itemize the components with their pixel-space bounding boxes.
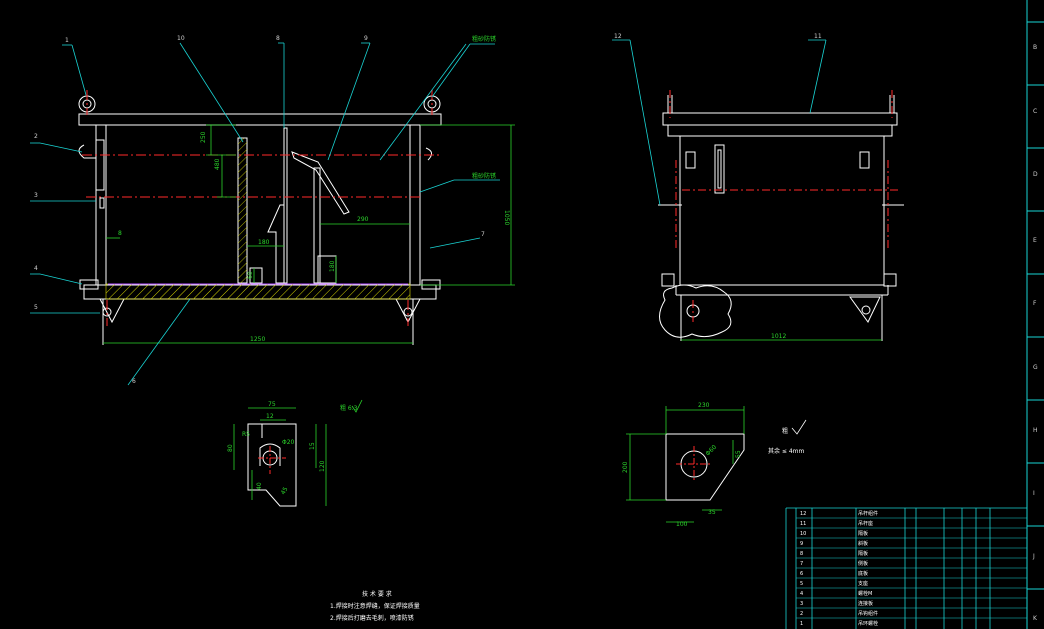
bom-name: 吊杆组件 [858,510,878,517]
bom-name: 螺栓M [858,590,872,597]
balloon-5: 5 [34,304,38,311]
border-letter: E [1033,237,1037,244]
dim-1012: 1012 [771,333,786,340]
technical-notes: 技 术 要 求 1.焊接时注意焊缝，保证焊接质量 2.焊接后打磨去毛刺，喷漆防锈 [330,590,420,622]
hook-right [425,147,432,161]
dim-230: 230 [698,402,710,409]
top-rim [78,113,442,126]
balloon-3: 3 [34,192,38,199]
floor-plate-hatch [105,283,411,300]
bom-name: 吊环螺栓 [858,620,878,627]
bom-name: 斜板 [858,540,868,547]
dim-480: 480 [214,158,221,170]
balloon-2: 2 [34,133,38,140]
bom-no: 11 [800,521,806,527]
dim-12: 12 [266,413,274,420]
drawing-border [1026,0,1044,629]
bom-no: 12 [800,511,806,517]
balloon-8: 8 [276,35,280,42]
border-letters: B C D E F G H I J K [1032,44,1038,622]
dim-250: 250 [200,131,207,143]
bom-no: 8 [800,551,803,557]
dim-35: 35 [708,509,716,516]
bom-rows: 12 吊杆组件 11 吊杆座 10 隔板 9 斜板 8 隔板 7 侧板 6 底板… [800,510,878,627]
dim-55: 55 [735,450,742,458]
bom-no: 2 [800,611,803,617]
partition-8 [267,204,285,284]
dim-290: 290 [357,216,369,223]
side-view: 1012 12 11 [612,33,904,341]
dim-200: 200 [622,461,629,473]
hook-slot [259,443,281,466]
detail-bracket-plate: 230 200 100 35 Φ60 55 粗 其余 ≤ 4mm [622,402,807,528]
border-letter: J [1032,553,1035,560]
border-letter: K [1033,615,1038,622]
balloon-6: 6 [132,378,136,385]
border-letter: I [1033,490,1035,497]
dim-180a: 180 [258,239,270,246]
bom-name: 吊杆座 [858,520,873,527]
bom-table: 12 吊杆组件 11 吊杆座 10 隔板 9 斜板 8 隔板 7 侧板 6 底板… [785,507,1027,629]
dim-phi20: Φ20 [282,439,295,446]
label-coating-top: 粗砂防锈 [472,35,496,43]
detail-note: 其余 ≤ 4mm [768,447,805,455]
balloon-7: 7 [481,231,485,238]
bom-name: 底板 [858,570,868,577]
bom-no: 1 [800,621,803,627]
border-letter: D [1033,171,1038,178]
roughness-right: 粗 [782,427,788,435]
bom-no: 7 [800,561,803,567]
bom-name: 隔板 [858,530,868,537]
dim-40: 40 [256,482,263,490]
border-letter: C [1033,108,1037,115]
balloon-9: 9 [364,35,368,42]
dim-1250: 1250 [250,336,265,343]
bom-no: 9 [800,541,803,547]
balloon-10: 10 [177,35,185,42]
balloon-4: 4 [34,265,38,272]
foot-bracket-left [659,284,732,338]
dim-15: 15 [309,442,316,450]
bom-no: 6 [800,571,803,577]
tech-notes-title: 技 术 要 求 [362,590,392,598]
foot-bracket-right [849,296,881,323]
border-letter: G [1033,364,1038,371]
border-letter: F [1033,300,1037,307]
dim-45: 45 [280,486,290,496]
sloped-plate-9 [291,151,350,215]
tech-note-line: 1.焊接时注意焊缝，保证焊接质量 [330,602,420,610]
tech-note-line: 2.焊接后打磨去毛刺，喷漆防锈 [330,614,414,622]
dim-r5: R5 [242,431,250,438]
front-view: 1250 1050 250 480 290 180 180 60 8 1 2 3 [30,35,515,386]
label-coating-side: 粗砂防锈 [472,172,496,180]
balloon-11: 11 [814,33,822,40]
dim-1050: 1050 [503,210,510,225]
side-top-rim [662,112,898,126]
bom-name: 侧板 [858,560,868,567]
dim-180b: 180 [329,260,336,272]
border-letter: B [1033,44,1037,51]
bom-no: 3 [800,601,803,607]
dim-80: 80 [227,444,234,452]
dim-100: 100 [676,521,688,528]
balloon-12: 12 [614,33,622,40]
dim-120: 120 [319,460,326,472]
bom-name: 支座 [858,580,868,587]
bom-name: 连接板 [858,600,873,607]
roughness-left: 粗 6.3 [340,404,358,412]
detail-hook-plate: 75 12 80 15 120 40 Φ20 R5 45 粗 6.3 [227,399,363,507]
bom-no: 4 [800,591,803,597]
bom-name: 隔板 [858,550,868,557]
balloon-1: 1 [65,37,69,44]
bom-no: 5 [800,581,803,587]
bom-name: 吊钩组件 [858,610,878,617]
dim-75: 75 [268,401,276,408]
dim-phi60: Φ60 [704,444,718,458]
dim-8: 8 [118,230,122,237]
dim-60: 60 [247,271,254,279]
side-slot [714,144,725,194]
bom-no: 10 [800,531,806,537]
border-letter: H [1033,427,1038,434]
